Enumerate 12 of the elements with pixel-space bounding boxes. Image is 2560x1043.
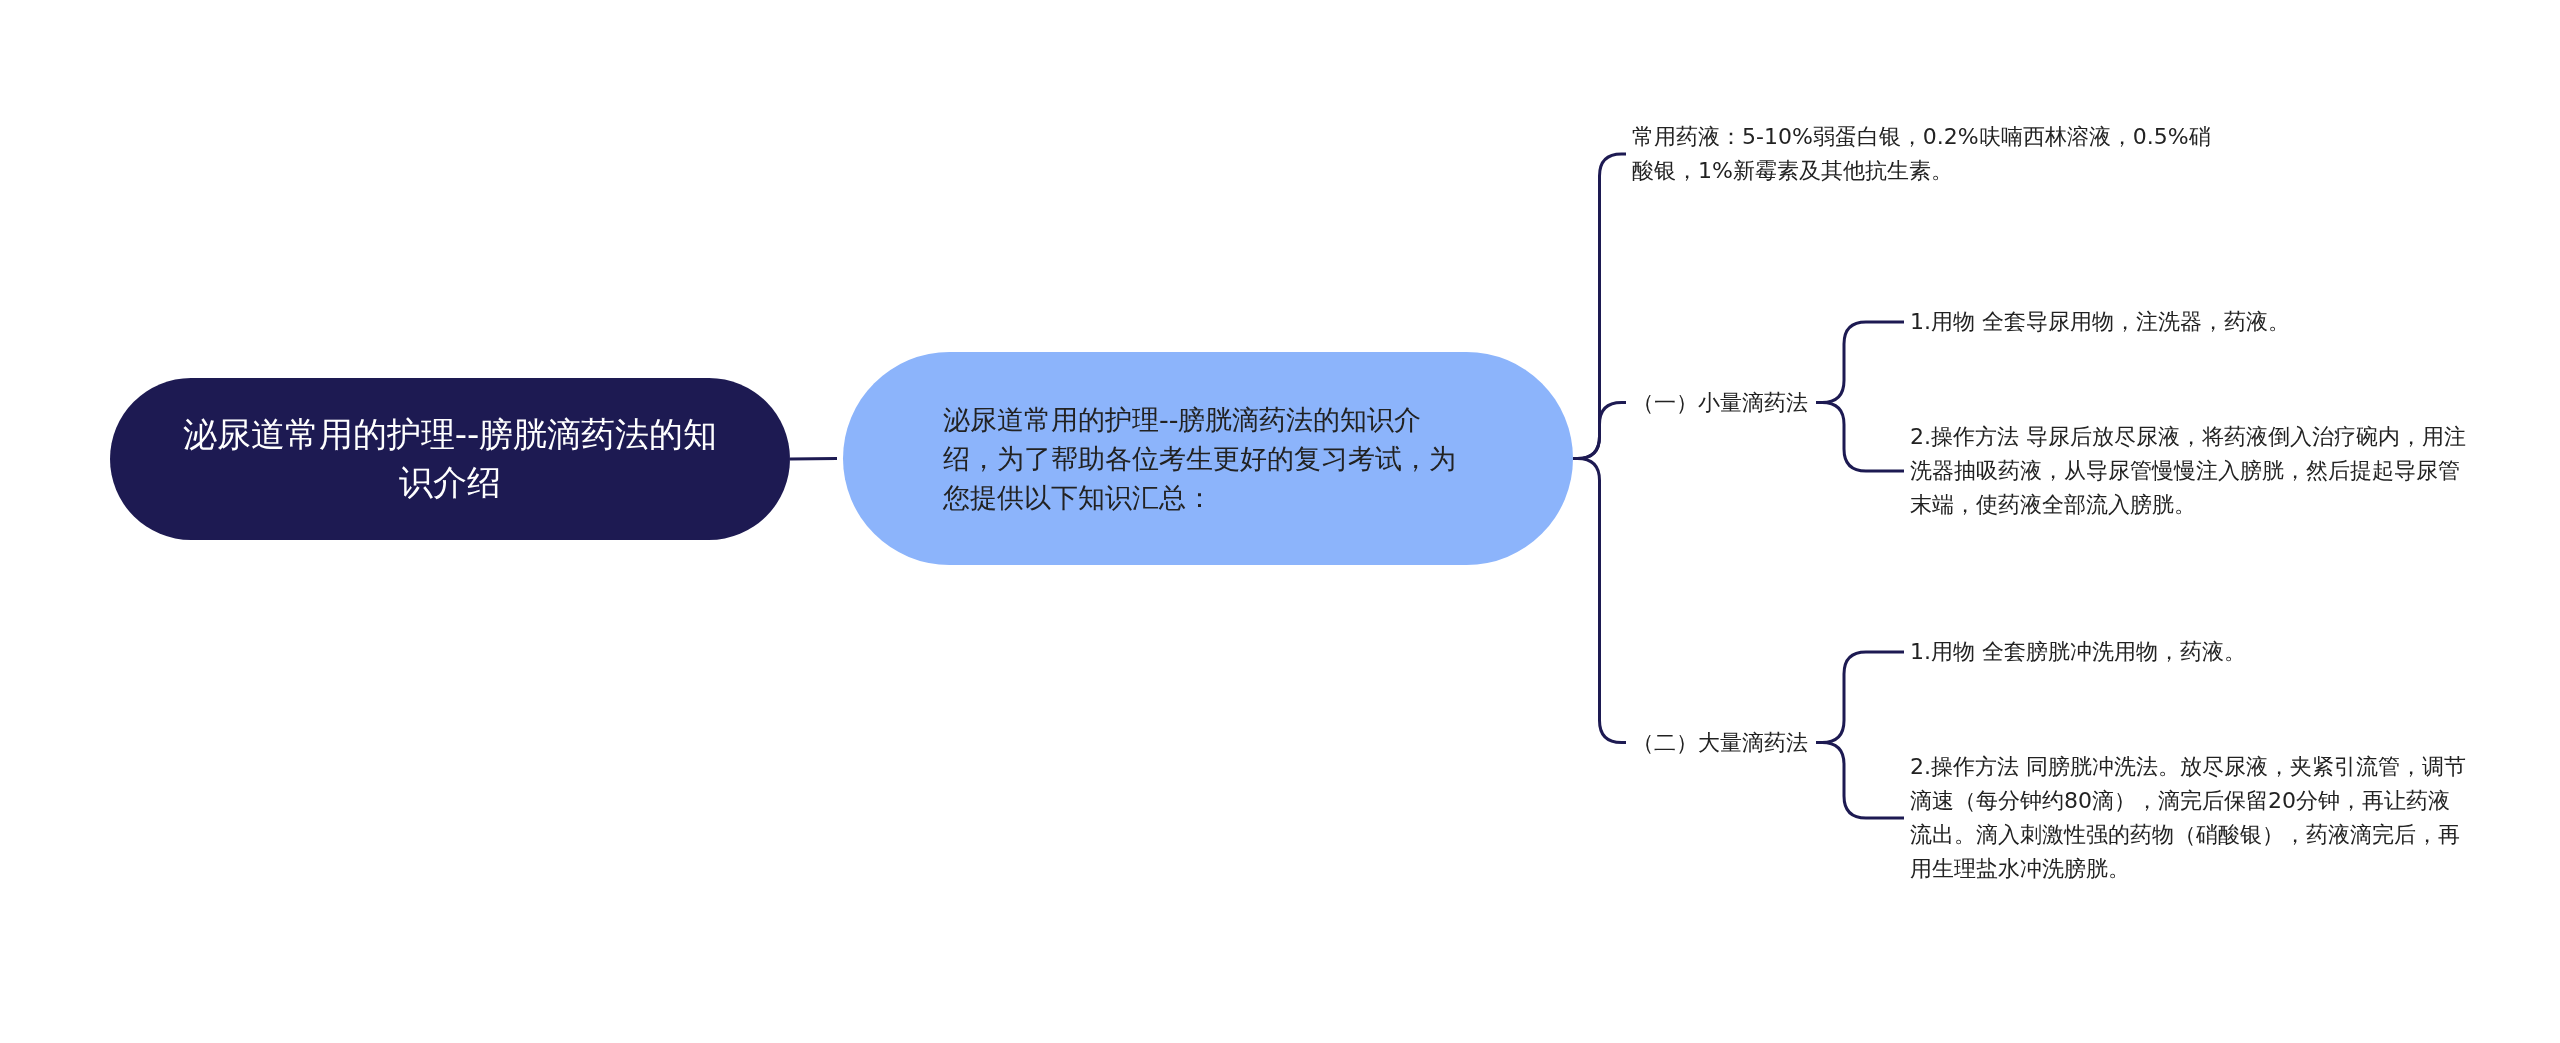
leaf-text: 1.用物 全套导尿用物，注洗器，药液。	[1910, 308, 2291, 336]
branch-label: （一）小量滴药法	[1632, 389, 1808, 417]
leaf-text: 2.操作方法 同膀胱冲洗法。放尽尿液，夹紧引流管，调节滴速（每分钟约80滴），滴完后保留20分钟，再让药液流出。滴入刺激性强的药物（硝酸银），药液滴完后，再用生理盐水冲洗膀胱。	[1910, 753, 2467, 884]
subtopic-text: 泌尿道常用的护理--膀胱滴药法的知识介绍，为了帮助各位考生更好的复习考试，为您提供以下知识汇总：	[943, 402, 1457, 516]
leaf-text: 1.用物 全套膀胱冲洗用物，药液。	[1910, 638, 2247, 666]
connector-line	[790, 457, 837, 461]
connector-line	[1816, 741, 1904, 820]
topic-text: 泌尿道常用的护理--膀胱滴药法的知识介绍	[181, 413, 719, 504]
connector-line	[1816, 401, 1904, 473]
leaf-text: 2.操作方法 导尿后放尽尿液，将药液倒入治疗碗内，用注洗器抽吸药液，从导尿管慢慢注入膀胱，然后提起导尿管末端，使药液全部流入膀胱。	[1910, 423, 2467, 520]
note-text: 常用药液：5-10%弱蛋白银，0.2%呋喃西林溶液，0.5%硝酸银，1%新霉素及其他抗生素。	[1632, 123, 2212, 186]
branch-label: （二）大量滴药法	[1632, 729, 1808, 757]
